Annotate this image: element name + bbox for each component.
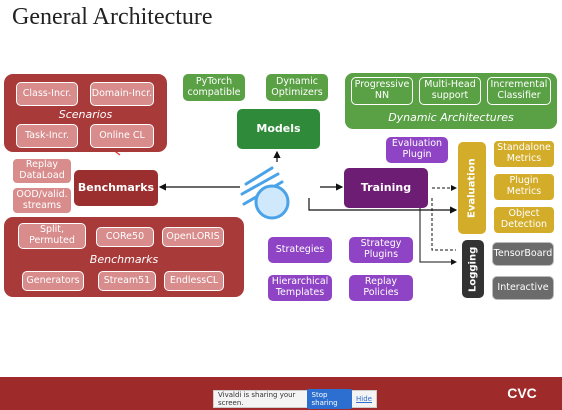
share-status-text: Vivaldi is sharing your screen. xyxy=(218,391,296,407)
avalanche-logo-icon xyxy=(240,166,290,220)
scenario-online-cl: Online CL xyxy=(90,124,154,148)
benchmarks-group-label: Benchmarks xyxy=(89,253,159,266)
page-title: General Architecture xyxy=(12,4,213,30)
benchmark-endlesscl: EndlessCL xyxy=(164,271,224,291)
dynamic-optimizers-box: Dynamic Optimizers xyxy=(266,74,328,101)
strategies-box: Strategies xyxy=(268,237,332,263)
incremental-classifier-box: Incremental Classifier xyxy=(487,77,551,105)
progressive-nn-box: Progressive NN xyxy=(351,77,413,105)
cvc-logo: CVC xyxy=(507,385,537,401)
tensorboard-box: TensorBoard xyxy=(492,242,554,266)
ood-valid-streams-box: OOD/valid. streams xyxy=(12,187,72,214)
training-node: Training xyxy=(344,168,428,208)
scenario-domain-incr: Domain-Incr. xyxy=(90,82,154,106)
plugin-metrics-box: Plugin Metrics xyxy=(493,173,555,201)
evaluation-label: Evaluation xyxy=(458,142,486,234)
benchmark-split-permuted: Split, Permuted xyxy=(18,223,86,249)
scenarios-group: Class-Incr. Domain-Incr. Scenarios Task-… xyxy=(4,74,167,152)
scenario-task-incr: Task-Incr. xyxy=(16,124,78,148)
interactive-box: Interactive xyxy=(492,276,554,300)
standalone-metrics-box: Standalone Metrics xyxy=(493,140,555,168)
replay-dataload-box: Replay DataLoad xyxy=(12,158,72,184)
strategy-plugins-box: Strategy Plugins xyxy=(349,237,413,263)
hide-link[interactable]: Hide xyxy=(356,395,372,403)
scenario-class-incr: Class-Incr. xyxy=(16,82,78,106)
benchmarks-node: Benchmarks xyxy=(74,170,158,206)
logging-label: Logging xyxy=(462,240,484,298)
evaluation-plugin-box: Evaluation Plugin xyxy=(386,137,448,163)
benchmark-core50: CORe50 xyxy=(96,227,154,247)
stop-sharing-button[interactable]: Stop sharing xyxy=(306,389,353,409)
dynamic-architectures-label: Dynamic Architectures xyxy=(388,111,514,124)
pytorch-compatible-box: PyTorch compatible xyxy=(183,74,245,101)
benchmark-stream51: Stream51 xyxy=(98,271,156,291)
dashed-line-logging xyxy=(431,198,456,251)
models-node: Models xyxy=(237,109,320,149)
object-detection-box: Object Detection xyxy=(493,206,555,234)
arrow-to-evaluation xyxy=(308,198,458,214)
replay-policies-box: Replay Policies xyxy=(349,275,413,301)
benchmarks-group: Split, Permuted CORe50 OpenLORIS Benchma… xyxy=(4,217,244,297)
hierarchical-templates-box: Hierarchical Templates xyxy=(268,275,332,301)
dynamic-architectures-group: Progressive NN Multi-Head support Increm… xyxy=(345,73,557,129)
benchmark-openloris: OpenLORIS xyxy=(162,227,224,247)
benchmark-generators: Generators xyxy=(22,271,84,291)
screen-share-bar: Vivaldi is sharing your screen. Stop sha… xyxy=(213,389,377,409)
multi-head-support-box: Multi-Head support xyxy=(419,77,481,105)
scenarios-label: Scenarios xyxy=(58,108,113,121)
